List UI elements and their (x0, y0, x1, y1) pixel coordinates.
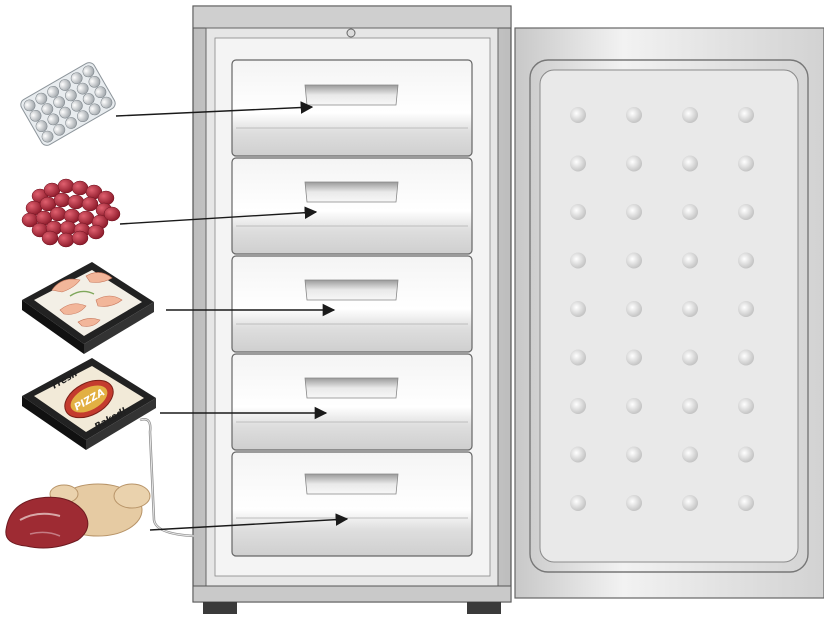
door-dimple (738, 156, 754, 172)
strawberry (58, 179, 74, 193)
door-dimple (626, 495, 642, 511)
strawberry (72, 231, 88, 245)
door-dimple (682, 350, 698, 366)
door-dimple (626, 447, 642, 463)
shrimp-box-icon (22, 262, 154, 354)
drawer-2 (232, 158, 472, 254)
door-dimple (570, 156, 586, 172)
door-dimple (738, 495, 754, 511)
pizza-box-icon: PIZZA Fresh Baked! (22, 358, 156, 450)
door-dimple (682, 156, 698, 172)
base-plinth (193, 586, 511, 602)
drawer-stack (232, 60, 472, 556)
right-foot (467, 602, 501, 614)
door-dimple (738, 204, 754, 220)
door-dimple (738, 253, 754, 269)
door-dimple (682, 253, 698, 269)
door-dimple (570, 107, 586, 123)
strawberry (60, 221, 76, 235)
door-dimple (626, 204, 642, 220)
door-dimple (570, 447, 586, 463)
drawer-handle (305, 378, 398, 398)
door-dimple (738, 398, 754, 414)
door-dimple (570, 301, 586, 317)
drawer-4 (232, 354, 472, 450)
door-dimple (682, 447, 698, 463)
meat-and-chicken-icon (6, 484, 150, 548)
door-dimple (738, 447, 754, 463)
door-dimple (682, 495, 698, 511)
strawberry (104, 207, 120, 221)
door-dimple (738, 301, 754, 317)
strawberry (50, 207, 66, 221)
door-dimple (738, 107, 754, 123)
door-dimple (570, 398, 586, 414)
door-dimple (570, 204, 586, 220)
door-dimple (682, 301, 698, 317)
ice-cubes-tray-icon (19, 60, 118, 147)
door-dimple (626, 253, 642, 269)
door-dimple (682, 107, 698, 123)
freezer-door (515, 28, 824, 598)
drawer-handle (305, 474, 398, 494)
frozen-strawberries-icon (22, 179, 120, 247)
red-meat (6, 497, 88, 548)
drawer-handle (305, 182, 398, 202)
strawberry (68, 195, 84, 209)
drawer-handle (305, 85, 398, 105)
drawer-handle (305, 280, 398, 300)
door-dimple (626, 107, 642, 123)
cable (140, 419, 194, 536)
door-dimple (626, 398, 642, 414)
strawberry (98, 191, 114, 205)
cable-highlight (140, 419, 194, 536)
door-dimple (626, 301, 642, 317)
strawberry (88, 225, 104, 239)
door-dimple (570, 350, 586, 366)
strawberry (82, 197, 98, 211)
door-dimple (626, 156, 642, 172)
strawberry (58, 233, 74, 247)
drawer-5 (232, 452, 472, 556)
door-dimple (570, 253, 586, 269)
door-dimple (570, 495, 586, 511)
strawberry (42, 231, 58, 245)
door-dimple (682, 204, 698, 220)
door-switch (347, 29, 355, 37)
drawer-3 (232, 256, 472, 352)
door-dimple (626, 350, 642, 366)
strawberry (54, 193, 70, 207)
left-foot (203, 602, 237, 614)
drawer-1 (232, 60, 472, 156)
strawberry (72, 181, 88, 195)
door-dimple (738, 350, 754, 366)
door-dimple (682, 398, 698, 414)
